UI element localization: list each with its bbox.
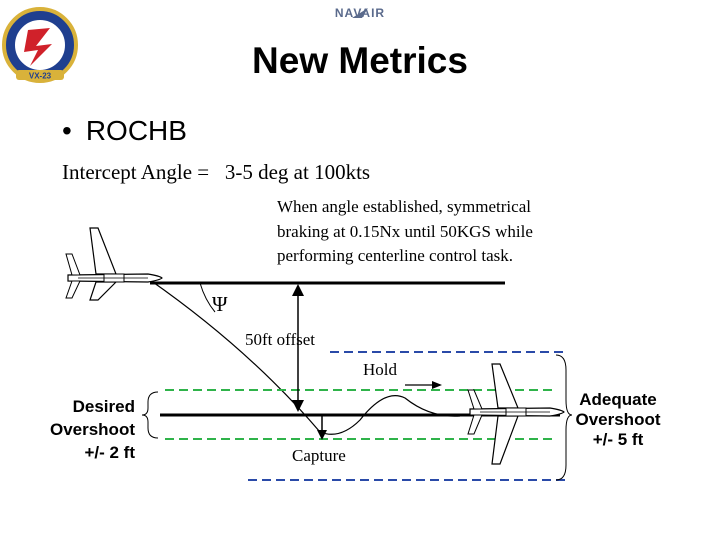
description-line: performing centerline control task. — [277, 246, 514, 265]
navair-wordmark: NAVAIR — [334, 6, 386, 20]
intercept-angle-text: Intercept Angle = 3-5 deg at 100kts — [62, 160, 371, 184]
aircraft-end-icon — [467, 363, 565, 465]
desired-line: Desired — [72, 397, 135, 416]
adequate-brace — [555, 354, 573, 481]
bullet-text: ROCHB — [85, 115, 187, 146]
description-line: When angle established, symmetrical — [277, 197, 531, 216]
aircraft-start-icon — [65, 227, 163, 301]
bullet-dot: • — [62, 115, 72, 146]
logo-squadron-text: VX-23 — [29, 72, 52, 81]
navair-logo — [352, 8, 368, 18]
adequate-line: +/- 5 ft — [592, 430, 644, 449]
adequate-overshoot-label: Adequate Overshoot +/- 5 ft — [568, 390, 668, 450]
capture-label: Capture — [292, 446, 346, 465]
squadron-logo: VX-23 — [2, 7, 78, 83]
adequate-line: Adequate — [579, 390, 657, 409]
angle-arc — [199, 282, 216, 313]
intercept-path — [149, 279, 461, 435]
angle-symbol: Ψ — [212, 292, 228, 316]
description-line: braking at 0.15Nx until 50KGS while — [277, 221, 533, 241]
adequate-line: Overshoot — [575, 410, 661, 429]
procedure-description: When angle established, symmetrical brak… — [277, 195, 533, 269]
hold-label: Hold — [363, 360, 397, 379]
desired-line: Overshoot — [49, 420, 135, 439]
offset-label: 50ft offset — [245, 330, 316, 349]
desired-line: +/- 2 ft — [84, 443, 135, 462]
desired-brace — [141, 391, 159, 439]
slide-title: New Metrics — [252, 40, 468, 81]
bullet-item: • ROCHB — [62, 115, 187, 147]
desired-overshoot-label: Desired Overshoot +/- 2 ft — [20, 395, 135, 464]
